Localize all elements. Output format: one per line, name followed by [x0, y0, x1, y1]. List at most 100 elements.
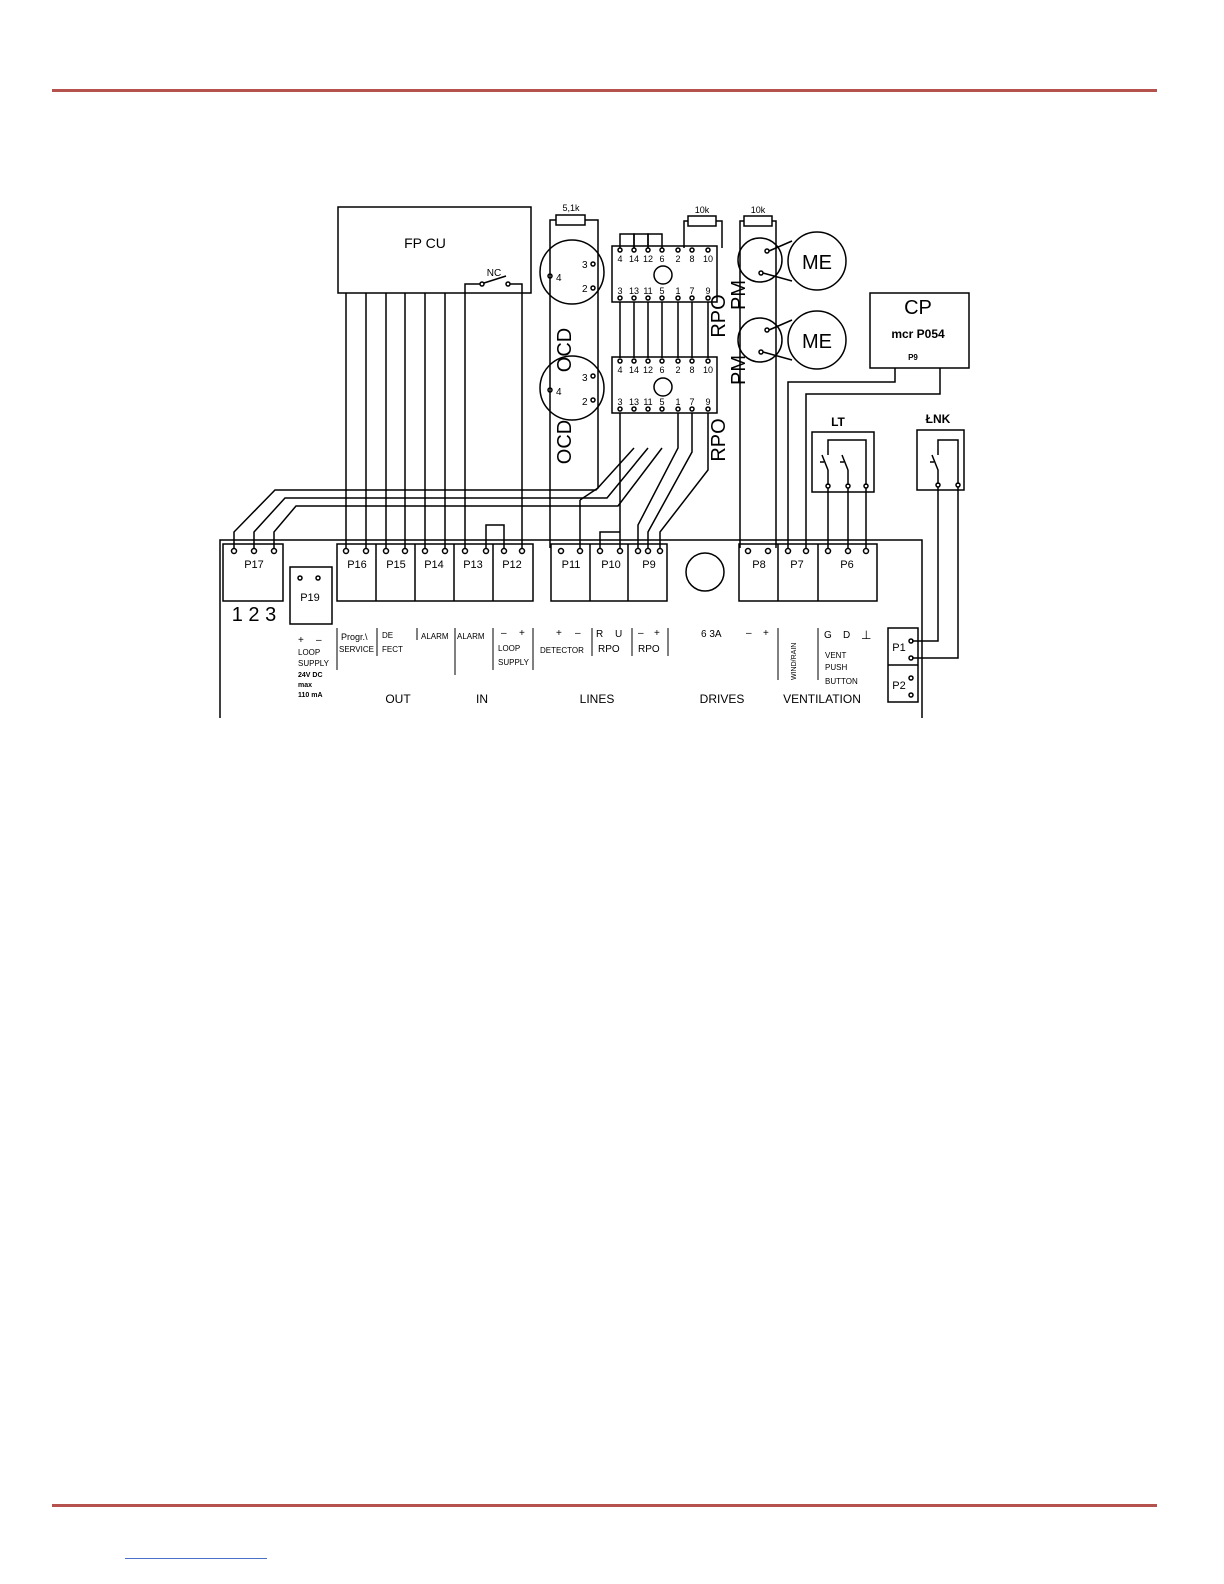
ocd-1-pin-2: 2 [582, 284, 588, 295]
rpo-1-bottom-pin-label: 7 [689, 286, 694, 296]
rpo-1-top-pin-dot [705, 247, 711, 253]
terminal-screw [401, 547, 409, 555]
rpo-1-top-pin-label: 4 [617, 254, 622, 264]
drives-plus: + [763, 628, 769, 639]
rpo-1-top-pin-label: 10 [703, 254, 713, 264]
terminal-screw [342, 547, 350, 555]
rpo2-minus: – [638, 628, 644, 639]
gnd-label: ⊥ [861, 628, 871, 642]
r-label: R [596, 629, 603, 640]
cp-title: CP [904, 297, 932, 319]
p12-label: P12 [502, 559, 522, 571]
push-label: PUSH [825, 663, 847, 672]
rpo-2-top-pin-label: 12 [643, 365, 653, 375]
rpo-interconnect [619, 302, 709, 358]
p10-label: P10 [601, 559, 621, 571]
rpo-1-top-pin-dot [617, 247, 623, 253]
rpo-1-bottom-pin-dot [645, 295, 651, 301]
rpo-1-top-pin-dot [631, 247, 637, 253]
lnk-switch: ŁNK [912, 412, 965, 659]
rpo-1-bottom-pin-dot [689, 295, 695, 301]
fpcu-wires [345, 293, 523, 548]
footer-link-underline[interactable] [125, 1558, 267, 1559]
controller-board [219, 539, 923, 718]
fect-label: FECT [382, 645, 403, 654]
ma-label: 110 mA [298, 692, 323, 699]
p19-plus: + [298, 635, 304, 646]
button-label: BUTTON [825, 677, 858, 686]
g-label: G [824, 630, 832, 641]
rpo-1-bottom-pin-label: 3 [617, 286, 622, 296]
rpo-1-top-pin-label: 6 [659, 254, 664, 264]
terminal-screw [764, 547, 772, 555]
section-lines: LINES [580, 692, 615, 706]
rpo-1-top-pin-label: 8 [689, 254, 694, 264]
me-motor-2: ME [787, 310, 847, 370]
terminal-screw [634, 547, 642, 555]
rpo-1-bottom-pin-dot [617, 295, 623, 301]
lines-minus-1: – [501, 628, 507, 639]
de-label: DE [382, 631, 393, 640]
supply-label: SUPPLY [298, 659, 330, 668]
ocd-1-pin-4: 4 [556, 273, 562, 284]
p11-label: P11 [562, 559, 581, 571]
p8-label: P8 [752, 559, 765, 571]
rpo-2-bottom-pin-dot [645, 406, 651, 412]
ocd-2-pin-2: 2 [582, 397, 588, 408]
rpo-2-top-pin-dot [659, 358, 665, 364]
rpo-1-bottom-pin-label: 13 [629, 286, 639, 296]
cp-box: CP mcr P054 P9 [787, 292, 970, 548]
p2-label: P2 [892, 680, 905, 692]
rpo-2-top-pin-label: 4 [617, 365, 622, 375]
fuse-label: 6 3A [701, 629, 722, 640]
p13-label: P13 [463, 559, 483, 571]
ocd-2-label: OCD [554, 420, 576, 464]
terminal-blocks: P17 1 2 3 P19 P16 P15 P14 P13 P12 P11 P1… [222, 543, 919, 703]
rpo-2-bottom-pin-label: 11 [643, 397, 652, 407]
lines-plus-1: + [519, 628, 525, 639]
fuse-holder [685, 552, 725, 592]
p7-label: P7 [790, 559, 803, 571]
ocd-resistor: 5,1k [549, 203, 599, 548]
section-labels: OUT IN LINES DRIVES VENTILATION [385, 692, 861, 706]
rpo-1-bottom-pin-dot [705, 295, 711, 301]
section-out: OUT [385, 692, 411, 706]
rpo-resistor-value: 10k [695, 205, 710, 215]
rpo-1-top-pin-label: 14 [629, 254, 639, 264]
rpo-2-bottom-pin-dot [675, 406, 681, 412]
ocd-2-pin-3: 3 [582, 373, 588, 384]
section-in: IN [476, 692, 488, 706]
rpo-2-top-pin-dot [617, 358, 623, 364]
p6-label: P6 [840, 559, 853, 571]
terminal-screws [230, 547, 870, 555]
rpo-1-bottom-pin-dot [631, 295, 637, 301]
terminal-screw [421, 547, 429, 555]
rpo-2-top-pin-label: 6 [659, 365, 664, 375]
rpo-2-top-pin-dot [631, 358, 637, 364]
p9-label: P9 [642, 559, 655, 571]
terminal-screw [844, 547, 852, 555]
rpo-2-bottom-pin-dot [631, 406, 637, 412]
terminal-screw [802, 547, 810, 555]
rpo-1-top-pin-label: 2 [675, 254, 680, 264]
loop-label: LOOP [298, 648, 320, 657]
detector-minus: – [575, 628, 581, 639]
terminal-screw [824, 547, 832, 555]
rpo-to-lines-wires [599, 413, 709, 548]
rpo-2-top-pin-dot [645, 358, 651, 364]
rpo-2-bottom-pin-label: 5 [659, 397, 664, 407]
pm-2-label: PM [728, 355, 750, 385]
u-label: U [615, 629, 622, 640]
alarm-in-label: ALARM [457, 632, 485, 641]
rpo-2-top-pin-label: 10 [703, 365, 713, 375]
p17-numbers: 1 2 3 [232, 604, 276, 626]
service-label: SERVICE [339, 645, 374, 654]
lnk-label: ŁNK [926, 412, 951, 426]
rpo-2-bottom-pin-dot [689, 406, 695, 412]
header-rule [52, 89, 1157, 92]
rpo2-plus: + [654, 628, 660, 639]
rpo-1-label: RPO [708, 294, 730, 337]
